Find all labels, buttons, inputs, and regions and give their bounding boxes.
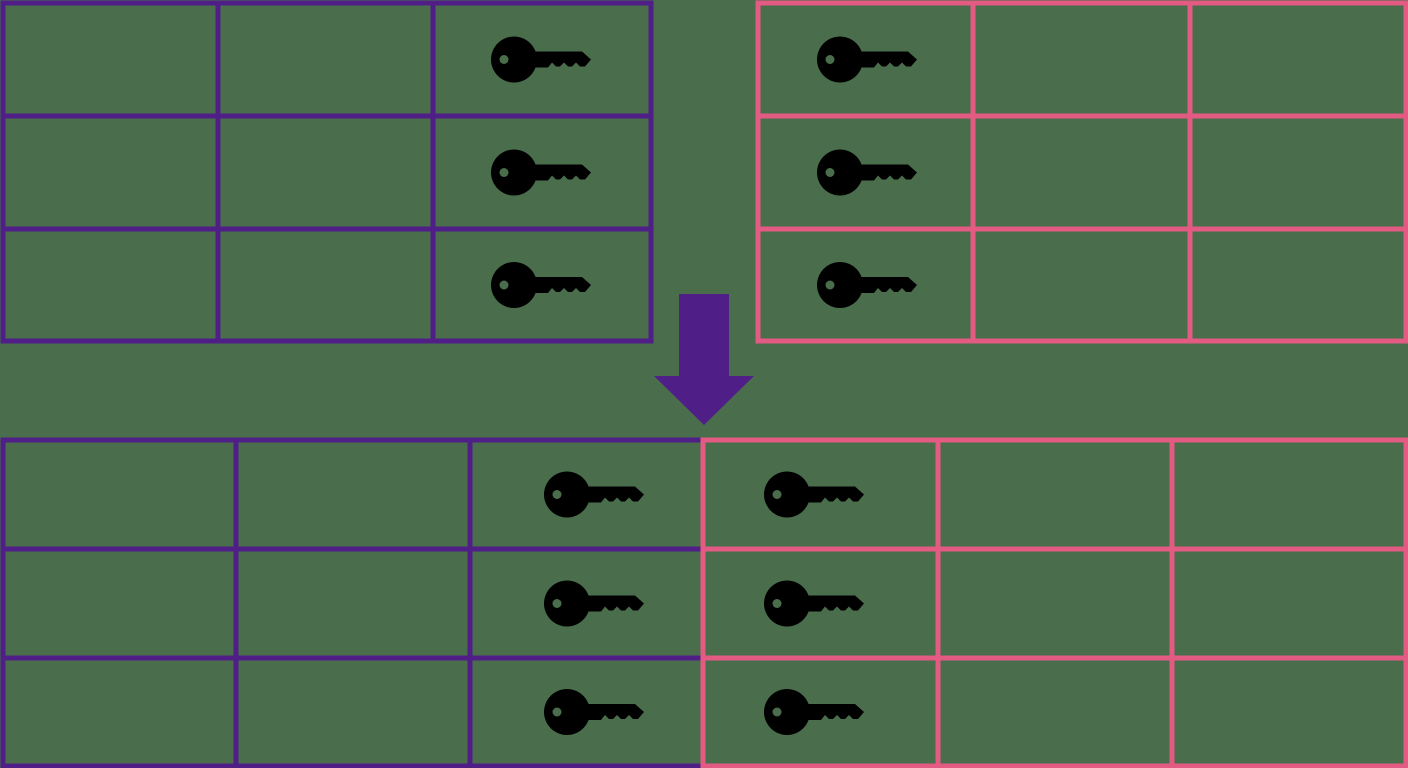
key-icon	[817, 262, 917, 308]
key-icon	[544, 471, 644, 518]
key-icon	[817, 36, 917, 83]
key-icon	[544, 689, 644, 735]
top-right-table	[755, 0, 1408, 344]
table-border	[755, 0, 1408, 344]
top-left-table	[0, 0, 654, 344]
table-border	[700, 437, 1408, 768]
joined-left-part	[0, 437, 706, 768]
key-icon	[764, 689, 864, 735]
table-border	[0, 0, 654, 344]
arrow-down-icon	[654, 294, 754, 425]
key-icon	[764, 580, 864, 627]
key-icon	[491, 262, 591, 308]
key-icon	[544, 580, 644, 627]
key-icon	[817, 149, 917, 196]
key-icon	[764, 471, 864, 518]
joined-right-part	[700, 437, 1408, 768]
key-icon	[491, 149, 591, 196]
key-icon	[491, 36, 591, 83]
